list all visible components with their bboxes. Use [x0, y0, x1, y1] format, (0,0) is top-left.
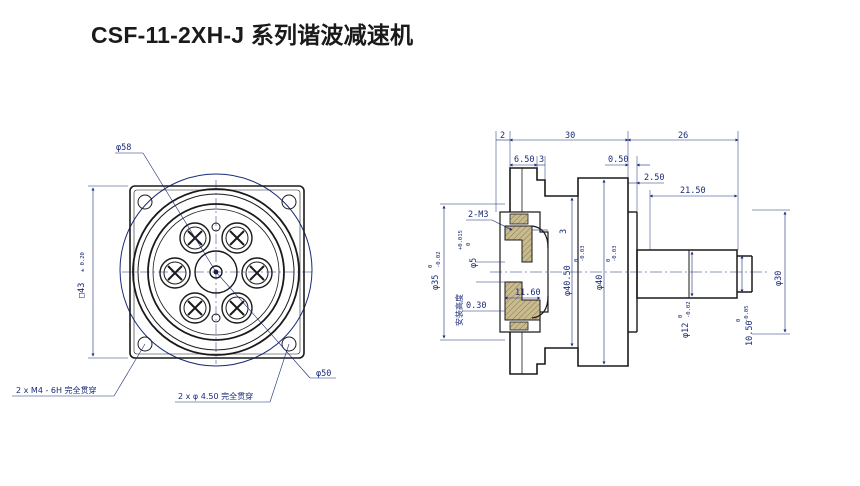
dim-3-mid: 3 — [559, 229, 569, 234]
dim-phi-35: φ35 — [431, 275, 441, 290]
housing-outline — [509, 167, 629, 375]
dim-phi-35-tol-low: -0.02 — [436, 251, 442, 268]
dim-11-60: 11.60 — [515, 288, 541, 298]
dim-square-43-tol: ± 0.20 — [80, 252, 86, 272]
corner-hole — [281, 336, 297, 352]
label-install-height: 安装高度 — [454, 294, 464, 326]
screw — [241, 257, 273, 289]
dim-21-50: 21.50 — [680, 186, 706, 196]
label-2-m3: 2-M3 — [468, 210, 488, 220]
page-title: CSF-11-2XH-J 系列谐波减速机 — [91, 22, 414, 48]
note-through-holes: 2 x φ 4.50 完全贯穿 — [178, 391, 253, 401]
screw — [221, 292, 253, 324]
dim-phi-40: φ40 — [595, 275, 605, 290]
dim-phi-5-tol-low: 0 — [466, 243, 472, 246]
dim-square-43: □43 — [77, 283, 87, 298]
dim-3-top: 3 — [539, 155, 544, 165]
corner-hole — [137, 194, 153, 210]
dim-0-50: 0.50 — [608, 155, 628, 165]
dim-26: 26 — [678, 131, 688, 141]
screw — [159, 257, 191, 289]
corner-hole — [281, 194, 297, 210]
dim-phi-50: φ50 — [316, 369, 331, 379]
dim-phi-40-tol-up: 0 — [606, 259, 612, 262]
dim-10-50: 10.50 — [745, 320, 755, 346]
dim-30: 30 — [565, 131, 575, 141]
dim-phi-58: φ58 — [116, 143, 131, 153]
side-view: 2 30 26 6.50 3 0.50 2.50 21.50 2-M3 3 11… — [428, 131, 790, 375]
dim-phi-30: φ30 — [774, 271, 784, 286]
dim-phi-40-50-tol-low: -0.03 — [580, 245, 586, 262]
dim-2-50: 2.50 — [644, 173, 664, 183]
dim-2: 2 — [500, 131, 505, 141]
output-shaft — [636, 249, 738, 299]
dim-0-30: 0.30 — [466, 301, 486, 311]
screw — [179, 292, 211, 324]
dim-10-50-tol-up: 0 — [736, 319, 742, 322]
dim-phi-35-tol-up: 0 — [428, 265, 434, 268]
dim-phi-40-50-tol-up: 0 — [574, 259, 580, 262]
dim-6-50: 6.50 — [514, 155, 534, 165]
dim-phi-12-tol-up: 0 — [678, 315, 684, 318]
dim-phi-40-tol-low: -0.03 — [612, 245, 618, 262]
dim-phi-5: φ5 — [469, 258, 479, 268]
front-view: φ58 φ50 □43 ± 0.20 2 x M4 - 6H 完全贯穿 2 x … — [12, 143, 336, 403]
dim-phi-40-50: φ40.50 — [563, 265, 573, 296]
dim-phi-12-tol-low: -0.02 — [686, 301, 692, 318]
dim-10-50-tol-low: -0.05 — [744, 305, 750, 322]
dim-phi-5-tol-up: +0.015 — [458, 230, 464, 250]
dim-phi-12: φ12 — [681, 323, 691, 338]
corner-hole — [137, 336, 153, 352]
screw — [221, 222, 253, 254]
outer-circle-58 — [119, 173, 313, 367]
note-m4-threads: 2 x M4 - 6H 完全贯穿 — [16, 385, 97, 395]
